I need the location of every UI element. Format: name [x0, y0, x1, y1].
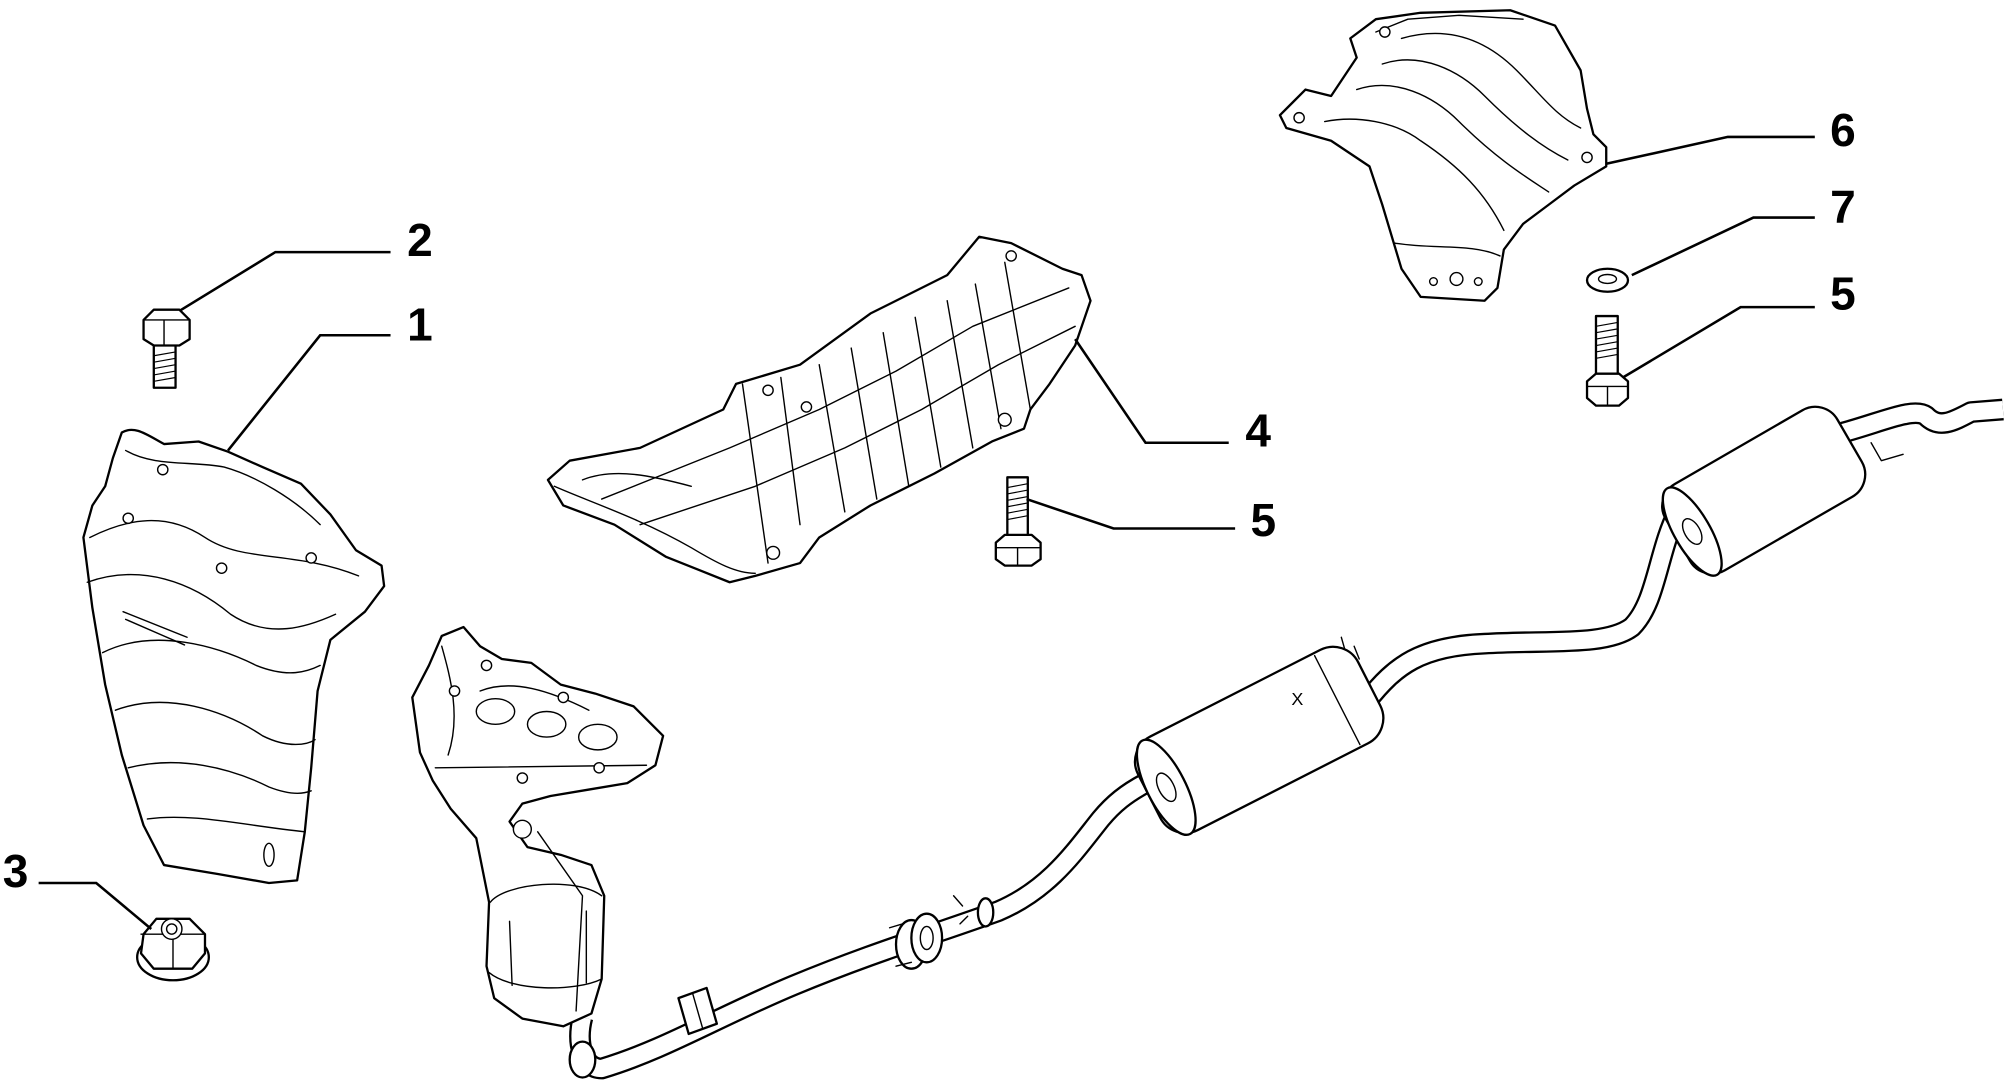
bolt-part-5-center — [994, 476, 1042, 567]
callout-3: 3 — [3, 845, 29, 897]
callout-2: 2 — [407, 214, 433, 266]
leader-line-5-right — [1622, 305, 1815, 379]
callout-5-right: 5 — [1830, 268, 1856, 320]
exhaust-pipes — [569, 398, 2004, 1080]
leader-line-7 — [1631, 216, 1815, 277]
callout-6: 6 — [1830, 104, 1856, 156]
pipe-clamp-rear — [952, 895, 995, 928]
catalytic-converter — [488, 831, 603, 1079]
callout-7: 7 — [1830, 181, 1856, 233]
leader-line-4 — [1074, 338, 1229, 445]
center-muffler — [1133, 645, 1385, 836]
callout-5-center: 5 — [1250, 494, 1276, 546]
rear-muffler — [1661, 405, 1867, 577]
flex-joint — [888, 912, 944, 970]
leader-line-3 — [38, 881, 153, 931]
heat-shield-part-1 — [82, 428, 386, 885]
muffler-mark: X — [1291, 689, 1303, 709]
heat-shield-part-4 — [546, 235, 1092, 584]
washer-part-7 — [1585, 267, 1630, 293]
callout-1: 1 — [407, 298, 433, 350]
leader-line-1 — [227, 333, 391, 452]
bolt-part-5-right — [1585, 314, 1630, 407]
leader-line-5-center — [1026, 497, 1236, 530]
bolt-part-2 — [142, 308, 191, 389]
leader-line-6 — [1605, 135, 1815, 166]
callouts: 2 1 3 4 5 6 7 5 — [3, 104, 1856, 897]
exhaust-manifold — [411, 625, 665, 1028]
nut-part-3 — [136, 917, 210, 982]
pipe-clamp-front — [677, 986, 719, 1036]
heat-shield-part-6 — [1278, 9, 1608, 302]
callout-4: 4 — [1245, 405, 1271, 457]
leader-line-2 — [178, 250, 391, 313]
leader-lines — [38, 135, 1815, 931]
